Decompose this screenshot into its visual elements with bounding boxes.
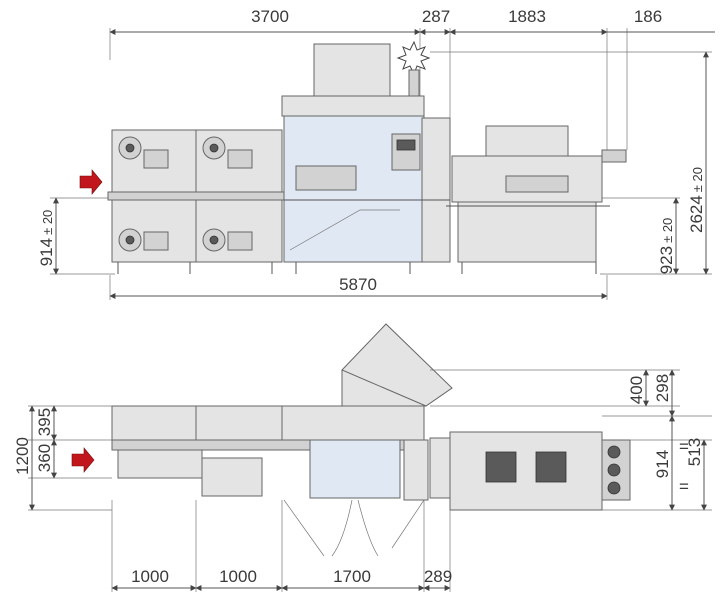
fan-grid-right (535, 451, 567, 483)
side-infeed-dimension: 914± 20 (37, 197, 115, 275)
dim-1883: 1883 (508, 7, 546, 26)
sealing-chamber-top (309, 439, 401, 499)
side-top-dimensions: 3700 287 1883 186 (109, 7, 715, 150)
dim-1700: 1700 (333, 567, 371, 586)
dim-5870: 5870 (339, 275, 377, 294)
side-legs (117, 262, 597, 274)
dim-360: 360 (35, 444, 54, 472)
equal-mark-top: = (679, 437, 689, 456)
dim-914-infeed: 914± 20 (37, 210, 56, 267)
tunnel-top (429, 431, 631, 511)
dim-1000-a: 1000 (131, 567, 169, 586)
top-modules (111, 405, 429, 501)
top-door-dimensions: 400 298 (430, 369, 680, 417)
side-height-dimensions: 2624± 20 923± 20 (430, 51, 712, 275)
outfeed-cooler (601, 149, 627, 163)
door-swing-top (341, 323, 453, 407)
dim-395: 395 (35, 408, 54, 436)
infeed-arrow-top-icon (71, 447, 95, 473)
equal-mark-bottom: = (679, 477, 689, 496)
dim-186: 186 (634, 7, 662, 26)
warning-beacon-icon (396, 40, 431, 97)
sealing-section (281, 43, 451, 263)
control-panel (391, 133, 421, 171)
door-swing-bottom (283, 499, 425, 557)
dim-3700: 3700 (251, 7, 289, 26)
dim-1000-b: 1000 (219, 567, 257, 586)
dim-513: 513 (685, 438, 704, 466)
infeed-conveyor (107, 191, 287, 201)
top-left-dimensions: 1200 360 395 (13, 405, 112, 511)
infeed-arrow-icon (79, 169, 103, 195)
dim-289: 289 (424, 567, 452, 586)
dim-400: 400 (627, 376, 646, 404)
top-bottom-dimensions: 1000 1000 1700 289 (111, 500, 452, 592)
dim-914-tunnel: 914 (653, 450, 672, 478)
dim-287: 287 (422, 7, 450, 26)
top-tunnel-dimensions: 914 513 = = (602, 415, 712, 511)
shrink-tunnel (446, 125, 627, 263)
dim-1200: 1200 (13, 437, 32, 475)
top-view: 1200 360 395 (13, 323, 712, 592)
dim-923: 923± 20 (657, 218, 676, 275)
fan-grid-left (485, 451, 517, 483)
dim-2624: 2624± 20 (687, 167, 706, 233)
side-length-dimension: 5870 (109, 275, 608, 300)
dim-298: 298 (653, 374, 672, 402)
side-view: 3700 287 1883 186 2624± 20 923± 20 914± … (37, 7, 715, 300)
